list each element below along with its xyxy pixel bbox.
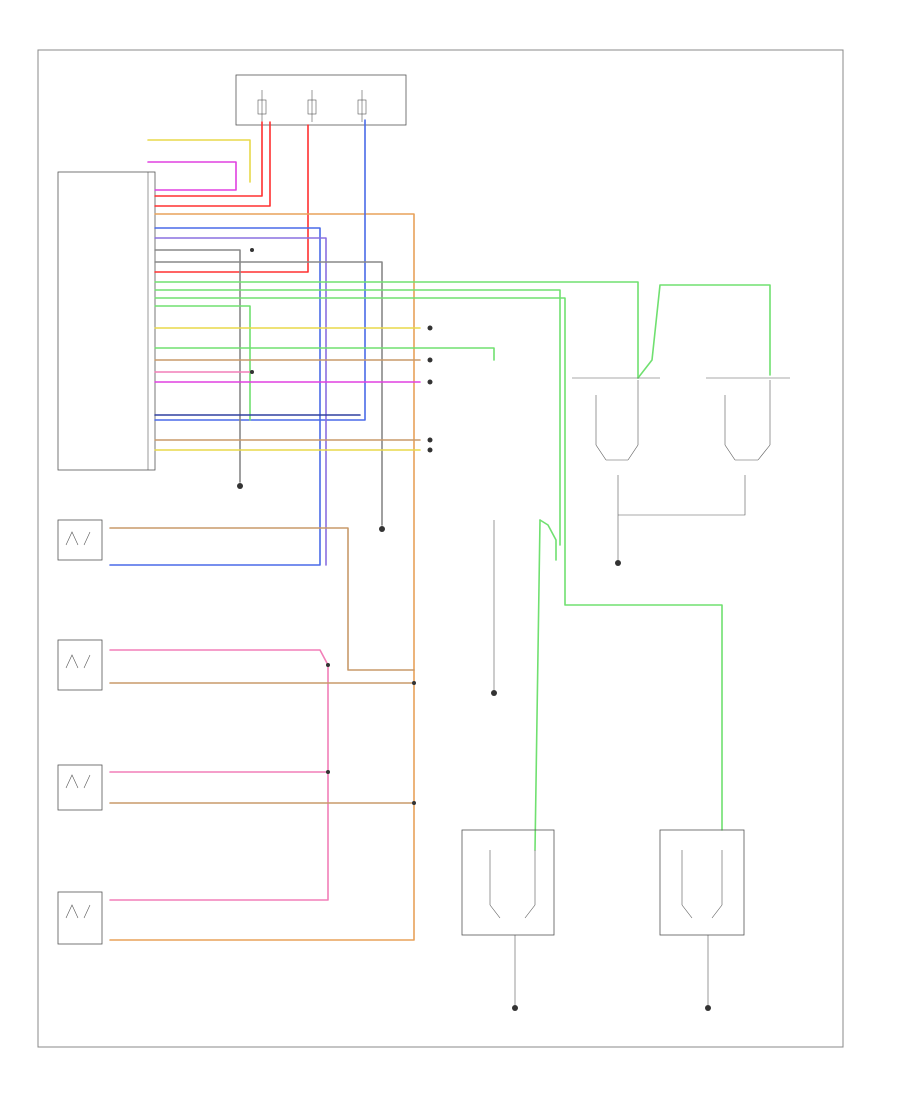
wire-green-8 [534,519,541,851]
wire-yellow-top [147,139,251,183]
switch-assembly-lower-left [461,829,555,936]
wire-red-1 [154,121,263,197]
splice-node [427,357,433,363]
fuse-element [257,99,267,115]
wire-gray-1 [154,249,241,483]
ground-symbol [512,1005,518,1011]
sensor-box-2 [57,639,103,691]
wire-magenta-top [147,161,237,191]
wire-pink-sw2 [109,649,329,901]
wire-green-1 [154,281,639,379]
splice-node [427,437,433,443]
wire-blue-2 [154,119,366,421]
wire-green-7 [539,519,557,561]
switch-assembly-upper-left [572,377,660,461]
splice-node [250,370,254,374]
ground-symbol [491,690,497,696]
ground-symbol [237,483,243,489]
wire-green-5 [154,347,495,361]
wire-tan-sw1 [109,527,415,671]
wire-blue-1 [109,227,321,566]
wire-green-3 [154,297,723,831]
control-module [57,171,156,471]
wire-green-6 [637,284,771,379]
diagram-frame [37,49,844,1048]
wire-purple [154,237,327,566]
splice-node [250,248,254,252]
wire-red-2 [154,121,271,207]
sensor-box-4 [57,891,103,945]
sensor-box-1 [57,519,103,561]
fuse-element [357,99,367,115]
ground-symbol [379,526,385,532]
wire-green-4 [154,305,251,421]
switch-assembly-upper-right [706,377,790,461]
wire-red-3 [154,124,309,273]
splice-node [326,770,330,774]
splice-node [427,379,433,385]
wire-ground-2 [618,475,746,516]
ground-symbol [615,560,621,566]
splice-node [326,663,330,667]
wire-gray-2 [154,261,383,526]
wire-green-2 [154,289,561,546]
splice-node [427,325,433,331]
splice-node [427,447,433,453]
splice-node [412,801,416,805]
switch-assembly-lower-right [659,829,745,936]
wire-orange-long [109,213,415,941]
splice-node [412,681,416,685]
sensor-box-3 [57,764,103,811]
fuse-element [307,99,317,115]
fuse-block [235,74,407,126]
ground-symbol [705,1005,711,1011]
